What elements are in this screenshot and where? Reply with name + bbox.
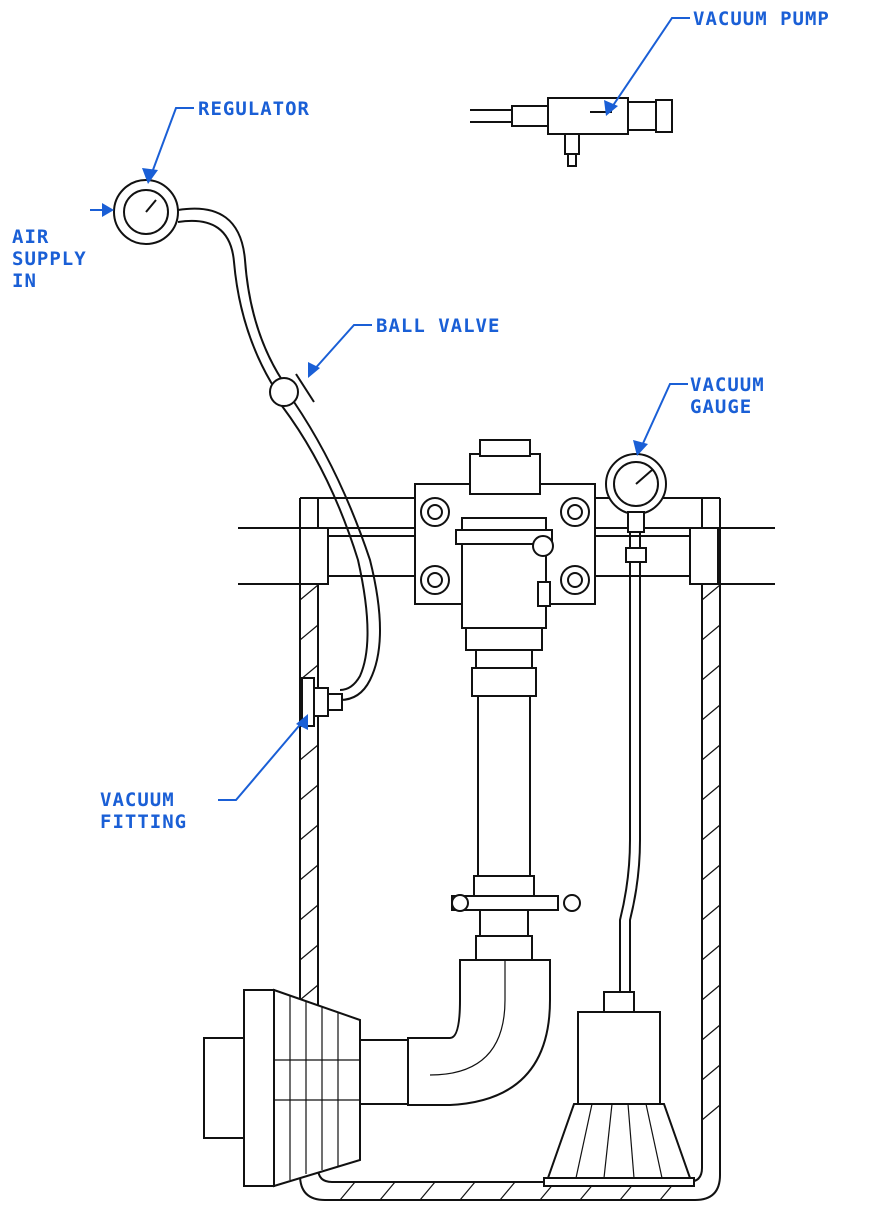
regulator-assembly [113, 179, 381, 701]
vacuum-gauge [605, 453, 667, 992]
label-vacuum-fitting-line2: FITTING [100, 811, 188, 833]
label-air-supply-line1: AIR [12, 226, 50, 248]
sump-pump [543, 991, 695, 1187]
label-air-supply-line3: IN [12, 270, 37, 292]
label-ball-valve-text: BALL VALVE [376, 315, 501, 337]
vacuum-fitting [301, 677, 343, 727]
leader-lines [90, 17, 690, 801]
check-valve [203, 988, 409, 1188]
valve-manifold [414, 439, 596, 629]
label-vacuum-pump: VACUUM PUMP [693, 8, 830, 30]
label-vacuum-fitting: VACUUM FITTING [100, 789, 187, 833]
label-regulator: REGULATOR [198, 98, 310, 120]
label-vacuum-gauge-line1: VACUUM [690, 374, 765, 396]
label-vacuum-gauge: VACUUM GAUGE [690, 374, 765, 418]
vacuum-pump [470, 97, 673, 167]
label-ball-valve: BALL VALVE [376, 315, 500, 337]
label-air-supply-in: AIR SUPPLY IN [12, 226, 87, 292]
label-regulator-text: REGULATOR [198, 98, 310, 120]
label-vacuum-gauge-line2: GAUGE [690, 396, 753, 418]
label-vacuum-fitting-line1: VACUUM [100, 789, 175, 811]
discharge-pipe [407, 627, 581, 1106]
label-air-supply-line2: SUPPLY [12, 248, 87, 270]
label-vacuum-pump-text: VACUUM PUMP [693, 8, 830, 30]
